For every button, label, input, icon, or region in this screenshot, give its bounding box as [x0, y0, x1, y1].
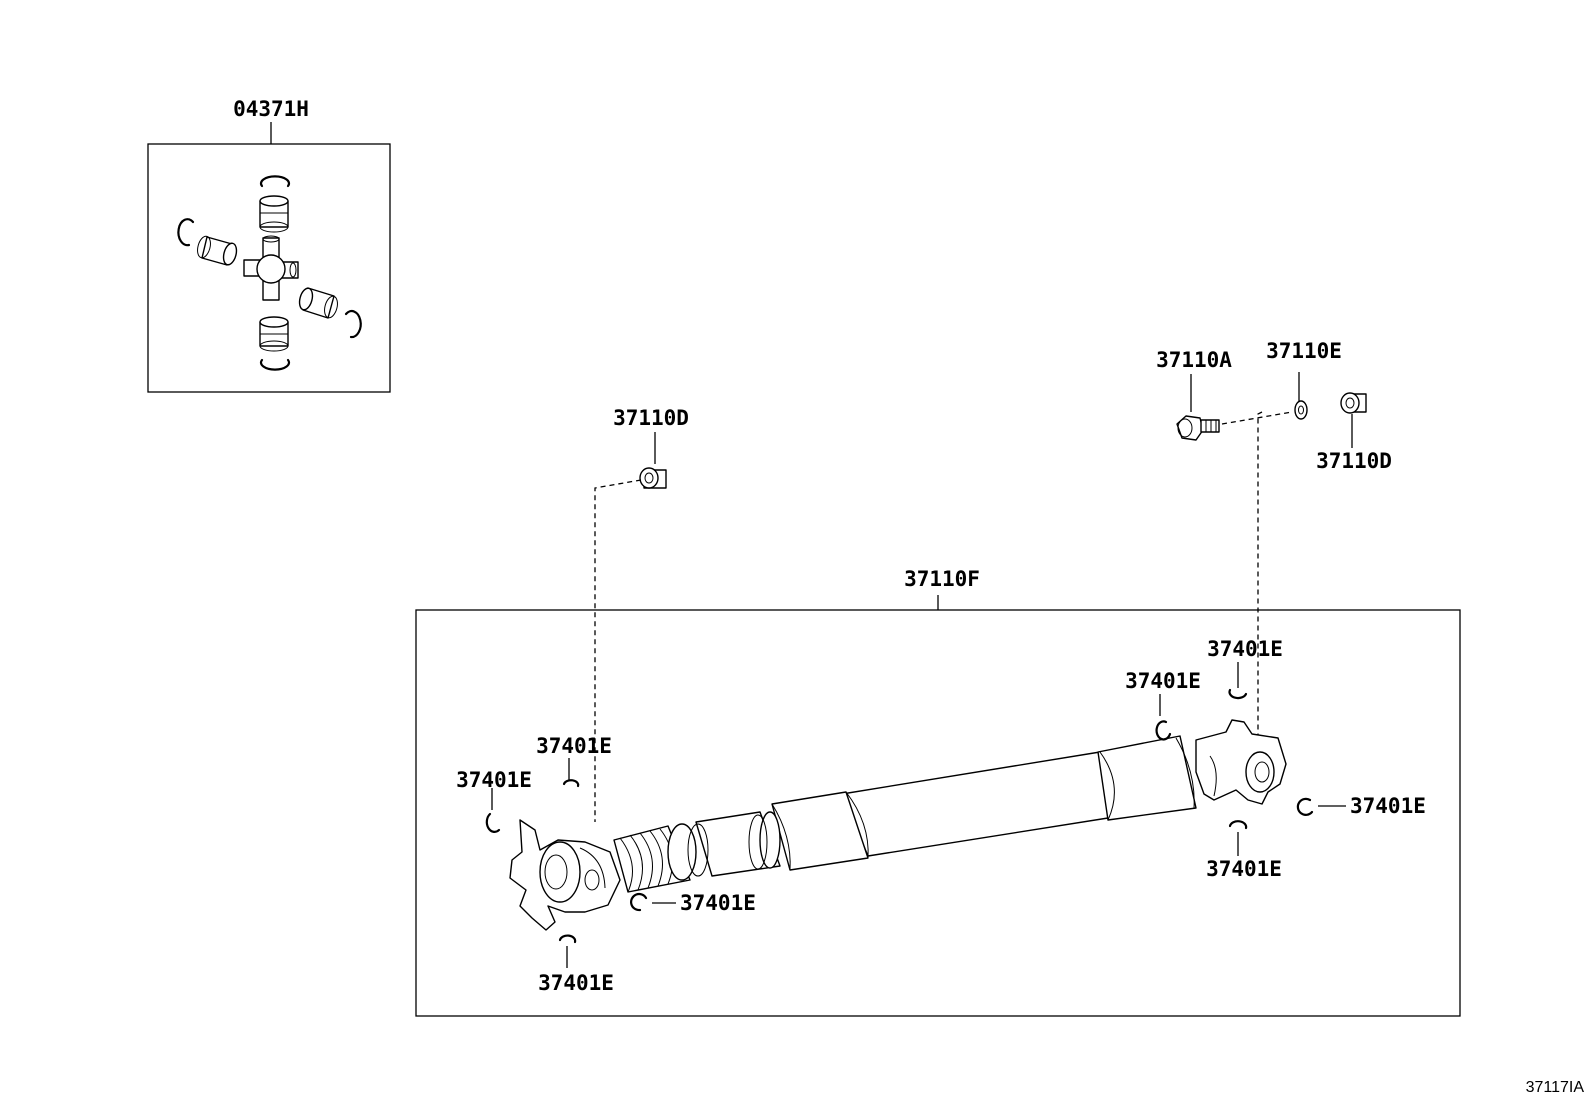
spider-icon [243, 235, 299, 301]
snap-ring-icon [1228, 820, 1248, 830]
uj-kit-group: 04371H [147, 97, 391, 393]
callout-37401E[interactable]: 37401E [456, 768, 532, 792]
nut-front-dashed-line [594, 479, 642, 822]
diagram-id: 37117IA [1526, 1079, 1585, 1096]
front-flange-yoke-icon [509, 819, 621, 931]
callout-37110F[interactable]: 37110F [904, 567, 980, 591]
snap-ring-icon [630, 892, 648, 912]
shaft-assy-group: 37110F [415, 567, 1461, 1017]
snap-ring-icon [562, 779, 580, 788]
uj-snap-ring-icon [177, 218, 195, 247]
uj-snap-ring-icon [259, 175, 291, 188]
callout-37110D-rear[interactable]: 37110D [1316, 449, 1392, 473]
bolt-rear-dashed-line [1257, 411, 1263, 746]
callout-37401E[interactable]: 37401E [1207, 637, 1283, 661]
snap-ring-icon [1155, 720, 1172, 741]
callout-37401E[interactable]: 37401E [536, 734, 612, 758]
callout-37110D-front[interactable]: 37110D [613, 406, 689, 430]
callout-37401E[interactable]: 37401E [1125, 669, 1201, 693]
callout-37110E[interactable]: 37110E [1266, 339, 1342, 363]
callout-37401E[interactable]: 37401E [680, 891, 756, 915]
snap-ring-icon [1296, 797, 1314, 816]
bearing-cup-left-icon [197, 235, 238, 266]
bolt-icon [1176, 415, 1220, 441]
callout-37110A[interactable]: 37110A [1156, 348, 1232, 372]
callout-37401E[interactable]: 37401E [1350, 794, 1426, 818]
bearing-cup-right-icon [298, 287, 338, 319]
uj-kit-frame [147, 143, 391, 393]
nut-front-icon [639, 467, 667, 489]
propeller-shaft-icon [613, 735, 1197, 893]
bearing-cup-bottom-icon [259, 316, 289, 352]
rear-flange-yoke-icon [1195, 719, 1287, 805]
hardware-group: 37110D 37110A 37110E 37110D [594, 339, 1392, 822]
snap-ring-icon [1228, 688, 1248, 700]
nut-rear-icon [1340, 392, 1367, 414]
bolt-washer-dashed-line [1221, 411, 1293, 425]
callout-04371H[interactable]: 04371H [233, 97, 309, 121]
callout-37401E[interactable]: 37401E [1206, 857, 1282, 881]
uj-snap-ring-icon [259, 358, 291, 371]
bearing-cup-top-icon [259, 195, 289, 233]
callout-37401E[interactable]: 37401E [538, 971, 614, 995]
uj-snap-ring-icon [344, 309, 362, 339]
snap-ring-icon [558, 934, 577, 944]
snap-ring-icon [485, 812, 501, 833]
washer-icon [1294, 400, 1308, 420]
